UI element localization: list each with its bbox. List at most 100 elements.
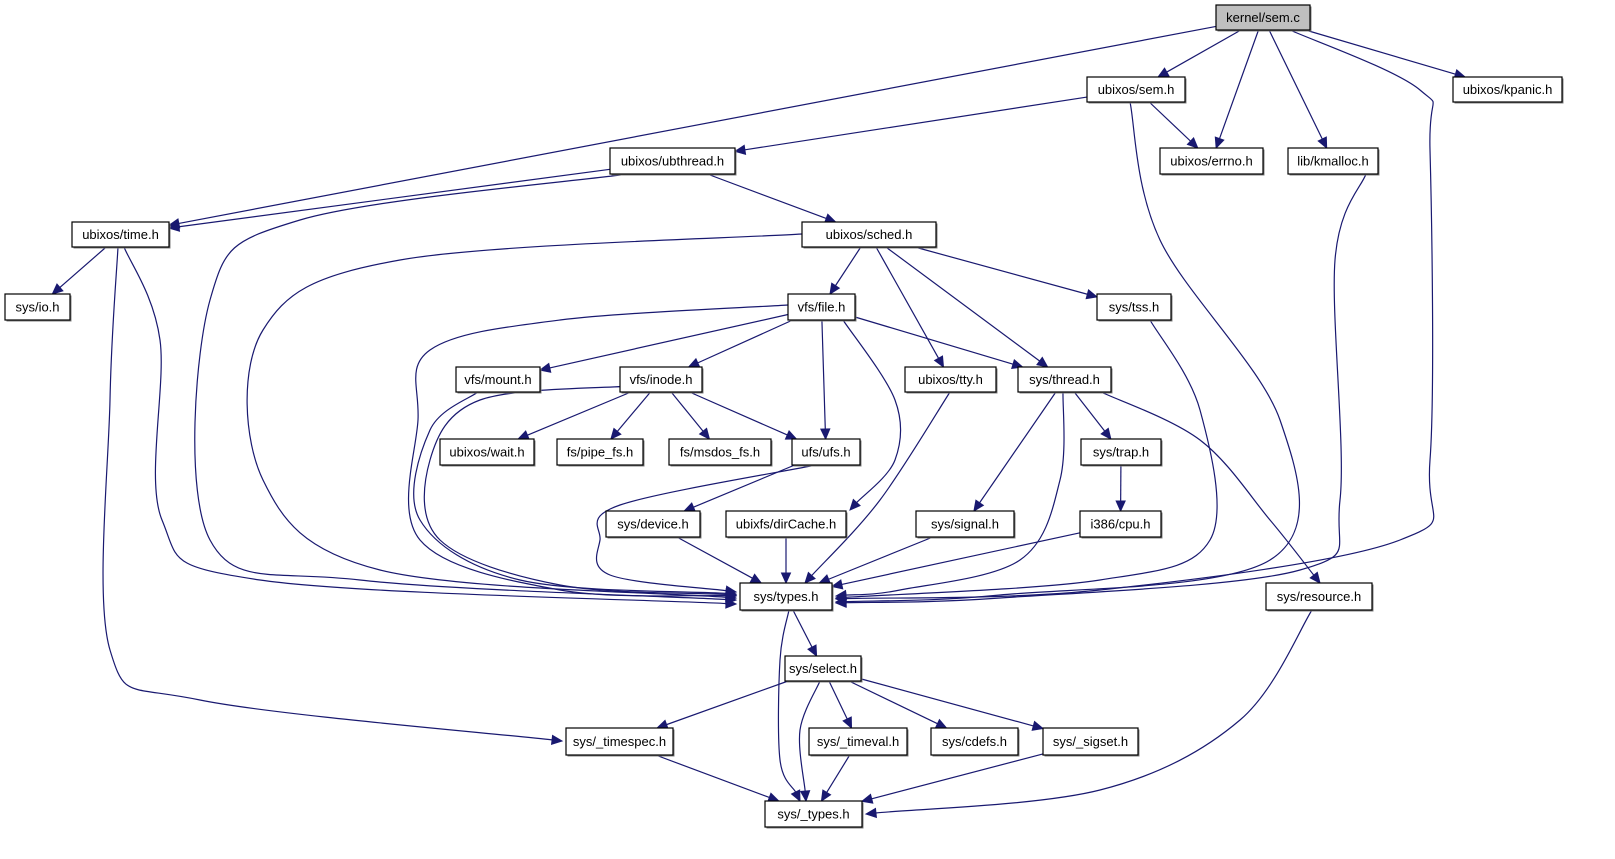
node-box[interactable]	[565, 727, 674, 756]
edge-ubixfs-dircache-h-to-sys-types-h	[780, 537, 792, 585]
edge-line	[875, 246, 940, 359]
node-label: sys/signal.h	[931, 517, 999, 532]
node-sys-io-h[interactable]: sys/io.h	[4, 293, 72, 322]
node-box[interactable]	[4, 293, 71, 321]
node-box[interactable]	[71, 221, 170, 248]
node-box[interactable]	[1086, 76, 1186, 103]
arrowhead-icon	[1214, 136, 1225, 150]
arrowhead-icon	[834, 589, 847, 601]
node-box[interactable]	[784, 655, 862, 682]
node-ufs-ufs-h[interactable]: ufs/ufs.h	[791, 438, 862, 467]
node-ubixos-sched-h[interactable]: ubixos/sched.h	[801, 221, 938, 249]
root-node-box[interactable]	[1215, 4, 1311, 31]
node-box[interactable]	[791, 438, 861, 466]
node-sys-types-h[interactable]: sys/types.h	[739, 582, 834, 612]
node-box[interactable]	[787, 293, 856, 321]
node-i386-cpu-h[interactable]: i386/cpu.h	[1079, 510, 1163, 539]
edge-vfs-file-h-to-sys-thread-h	[854, 316, 1024, 370]
node-ubixos-kpanic-h[interactable]: ubixos/kpanic.h	[1452, 76, 1564, 104]
edge-ubixos-sem-h-to-ubixos-errno-h	[1148, 101, 1199, 149]
node-fs-msdos-fs-h[interactable]: fs/msdos_fs.h	[668, 438, 773, 467]
node-vfs-mount-h[interactable]: vfs/mount.h	[455, 366, 542, 394]
node-sys-timeval-h[interactable]: sys/_timeval.h	[808, 727, 909, 757]
node-box[interactable]	[1452, 76, 1563, 103]
node-label: ubixos/sched.h	[826, 227, 913, 242]
node-box[interactable]	[808, 727, 908, 756]
node-label: ufs/ufs.h	[801, 445, 850, 460]
edge-sys-select-h-to-sys-cdefs-h	[848, 680, 948, 729]
arrowhead-icon	[1011, 358, 1024, 370]
node-box[interactable]	[1017, 366, 1112, 393]
arrowhead-icon	[1031, 720, 1045, 731]
node-ubixos-ubthread-h[interactable]: ubixos/ubthread.h	[609, 147, 737, 176]
node-box[interactable]	[556, 438, 644, 466]
edge-line	[875, 609, 1313, 814]
edge-line	[792, 609, 813, 648]
node-box[interactable]	[1265, 582, 1373, 611]
node-label: sys/trap.h	[1093, 445, 1149, 460]
edge-line	[845, 29, 1435, 600]
edge-line	[845, 101, 1300, 603]
node-sys-types-h[interactable]: sys/_types.h	[764, 800, 864, 829]
node-box[interactable]	[1080, 438, 1162, 466]
node-box[interactable]	[1042, 727, 1139, 756]
node-box[interactable]	[439, 438, 535, 466]
node-sys-trap-h[interactable]: sys/trap.h	[1080, 438, 1163, 467]
node-label: ubixos/kpanic.h	[1463, 82, 1553, 97]
node-label: ubixos/errno.h	[1170, 154, 1252, 169]
arrowhead-icon	[517, 430, 530, 440]
edge-line	[811, 391, 951, 576]
arrowhead-icon	[780, 572, 792, 585]
node-sys-timespec-h[interactable]: sys/_timespec.h	[565, 727, 675, 757]
arrowhead-icon	[1317, 136, 1328, 150]
edge-ubixos-sched-h-to-ubixos-tty-h	[875, 246, 945, 369]
arrowhead-icon	[1156, 67, 1170, 78]
node-sys-thread-h[interactable]: sys/thread.h	[1017, 366, 1113, 394]
node-box[interactable]	[1079, 510, 1162, 538]
node-box[interactable]	[668, 438, 772, 466]
node-vfs-file-h[interactable]: vfs/file.h	[787, 293, 857, 322]
node-box[interactable]	[930, 727, 1019, 756]
node-ubixos-tty-h[interactable]: ubixos/tty.h	[904, 366, 998, 394]
node-sys-signal-h[interactable]: sys/signal.h	[915, 510, 1016, 539]
node-ubixos-wait-h[interactable]: ubixos/wait.h	[439, 438, 536, 467]
node-sys-select-h[interactable]: sys/select.h	[784, 655, 863, 683]
node-label: ubixos/sem.h	[1098, 82, 1175, 97]
node-ubixfs-dircache-h[interactable]: ubixfs/dirCache.h	[725, 510, 848, 539]
node-box[interactable]	[904, 366, 997, 393]
node-sys-sigset-h[interactable]: sys/_sigset.h	[1042, 727, 1140, 757]
node-label: sys/types.h	[753, 589, 818, 604]
node-box[interactable]	[455, 366, 541, 393]
edge-line	[834, 246, 862, 286]
node-box[interactable]	[605, 510, 701, 538]
node-kernel-sem-c[interactable]: kernel/sem.c	[1215, 4, 1312, 32]
node-box[interactable]	[1287, 147, 1379, 175]
node-box[interactable]	[739, 582, 833, 611]
node-box[interactable]	[609, 147, 736, 175]
node-ubixos-sem-h[interactable]: ubixos/sem.h	[1086, 76, 1187, 104]
arrowhead-icon	[818, 574, 832, 584]
node-box[interactable]	[801, 221, 937, 248]
node-sys-resource-h[interactable]: sys/resource.h	[1265, 582, 1374, 612]
edge-sys-types-h-to-sys-types-h	[777, 609, 801, 803]
node-box[interactable]	[1096, 293, 1172, 321]
edge-line	[845, 319, 1218, 598]
node-lib-kmalloc-h[interactable]: lib/kmalloc.h	[1287, 147, 1380, 176]
edge-kernel-sem-c-to-ubixos-errno-h	[1214, 29, 1260, 150]
edge-line	[178, 168, 611, 228]
node-box[interactable]	[619, 366, 703, 393]
node-ubixos-errno-h[interactable]: ubixos/errno.h	[1159, 147, 1265, 176]
node-ubixos-time-h[interactable]: ubixos/time.h	[71, 221, 171, 249]
node-box[interactable]	[1159, 147, 1264, 175]
node-sys-cdefs-h[interactable]: sys/cdefs.h	[930, 727, 1020, 757]
node-box[interactable]	[764, 800, 863, 828]
edge-ubixos-sched-h-to-sys-thread-h	[885, 246, 1049, 368]
node-box[interactable]	[915, 510, 1015, 538]
node-vfs-inode-h[interactable]: vfs/inode.h	[619, 366, 704, 394]
node-sys-tss-h[interactable]: sys/tss.h	[1096, 293, 1173, 322]
node-box[interactable]	[725, 510, 847, 538]
node-fs-pipe-fs-h[interactable]: fs/pipe_fs.h	[556, 438, 645, 467]
edge-line	[821, 319, 826, 430]
edge-line	[828, 680, 848, 720]
node-sys-device-h[interactable]: sys/device.h	[605, 510, 702, 539]
